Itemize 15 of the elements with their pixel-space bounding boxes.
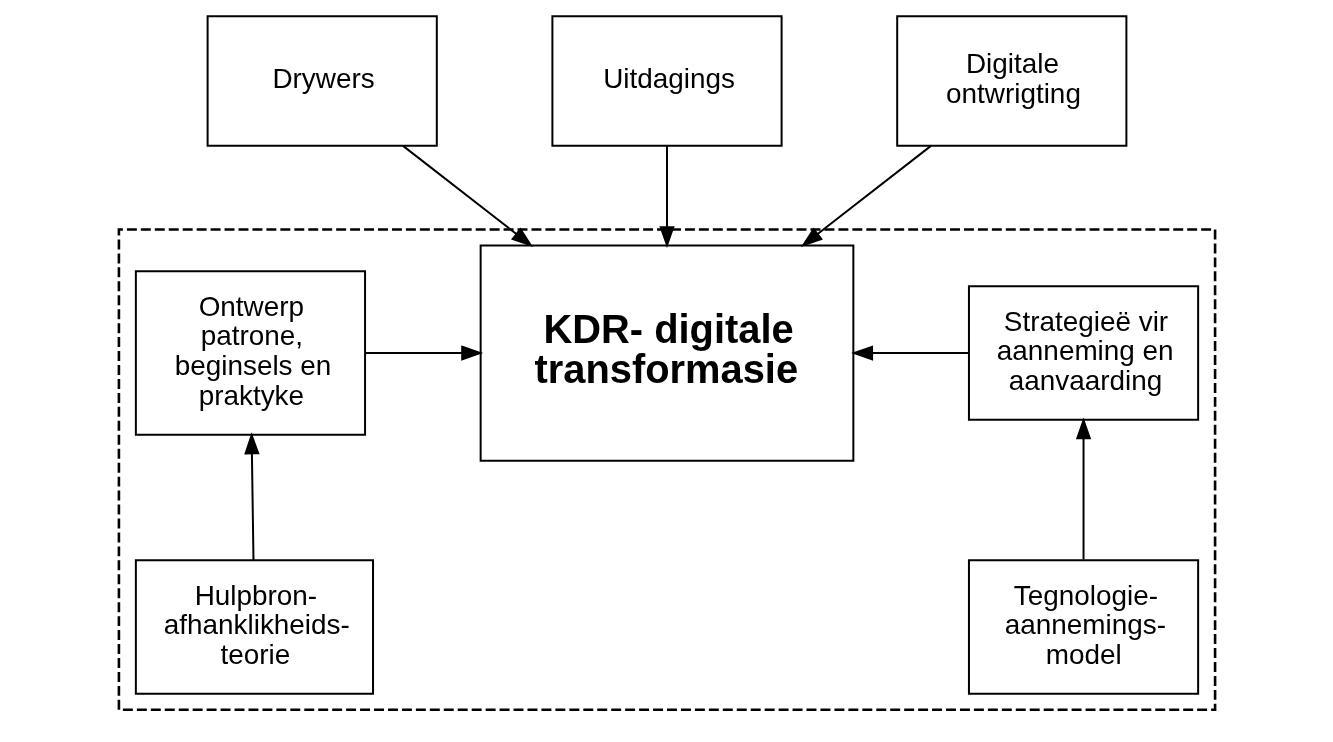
node-box: KDR- digitale transformasie [479, 244, 854, 462]
arrow [401, 144, 533, 247]
node-box: Drywers [206, 15, 438, 147]
arrow [850, 345, 970, 361]
node-box: Tegnologie-aannemings-model [967, 559, 1199, 695]
node-box: Strategieë vir aanneming en aanvaarding [967, 285, 1199, 421]
node-box: Uitdagings [550, 15, 783, 147]
arrow [363, 345, 483, 361]
arrow [243, 432, 260, 562]
node-box: Digitale ontwrigting [895, 15, 1127, 147]
arrow [658, 144, 675, 249]
arrow [1075, 417, 1091, 561]
node-box: Hulpbron-afhanklikheids-teorie [134, 559, 374, 695]
arrow [800, 144, 932, 247]
node-box: Ontwerp patrone, beginsels en praktyke [134, 270, 366, 436]
